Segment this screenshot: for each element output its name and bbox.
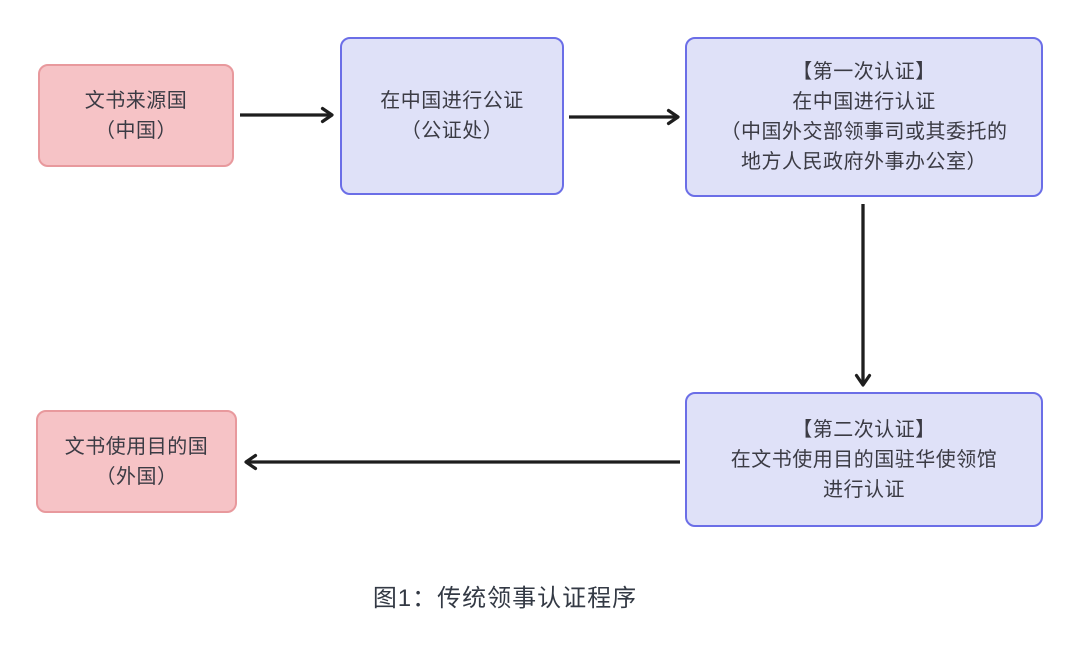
node-text-line: （外国） xyxy=(95,465,178,488)
figure-caption: 图1：传统领事认证程序 xyxy=(372,585,638,612)
node-text-line: 文书使用目的国 xyxy=(64,435,209,458)
node-text-line: 地方人民政府外事办公室） xyxy=(741,151,987,173)
node-notarization: 在中国进行公证 （公证处） xyxy=(340,37,564,195)
node-text-line: 【第一次认证】 xyxy=(792,61,936,83)
node-text-line: 文书来源国 xyxy=(84,89,188,112)
node-text-line: 在中国进行认证 xyxy=(792,91,936,113)
node-first-authentication: 【第一次认证】 在中国进行认证 （中国外交部领事司或其委托的 地方人民政府外事办… xyxy=(685,37,1043,197)
node-source-country: 文书来源国 （中国） xyxy=(38,64,234,167)
node-text-line: 【第二次认证】 xyxy=(792,418,936,441)
node-destination-country: 文书使用目的国 （外国） xyxy=(36,410,237,513)
node-second-authentication: 【第二次认证】 在文书使用目的国驻华使领馆 进行认证 xyxy=(685,392,1043,527)
node-text-line: （公证处） xyxy=(400,120,504,142)
node-text-line: （中国） xyxy=(95,119,177,142)
node-text-line: 进行认证 xyxy=(823,478,905,501)
node-text-line: （中国外交部领事司或其委托的 xyxy=(720,121,1008,143)
node-text-line: 在文书使用目的国驻华使领馆 xyxy=(730,448,998,471)
node-text-line: 在中国进行公证 xyxy=(380,90,524,112)
